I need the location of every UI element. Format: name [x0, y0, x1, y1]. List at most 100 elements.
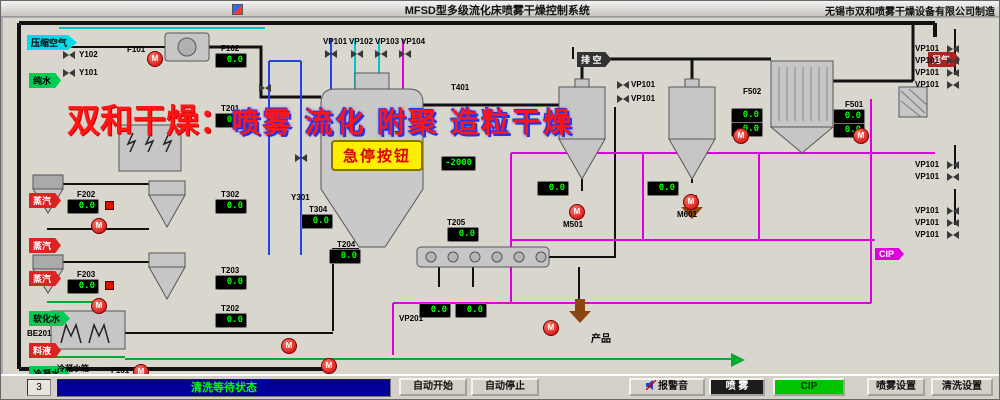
t304-display: 0.0 [301, 214, 333, 229]
status-display: 清洗等待状态 [57, 379, 391, 397]
pump-m601[interactable]: M [683, 194, 699, 210]
m601-label: M601 [677, 210, 698, 219]
valve-right-1[interactable] [947, 45, 959, 53]
f203-indicator-led [105, 281, 114, 290]
t203-display: 0.0 [215, 275, 247, 290]
alarm-mute-button[interactable]: 报警音 [629, 378, 705, 396]
t201-display: 0.0 [215, 113, 247, 128]
t202-label: T202 [221, 304, 240, 313]
watermark-text: 双和干燥：喷雾 流化 附聚 造粒干燥 [67, 94, 574, 142]
title-bar: MFSD型多级流化床喷雾干燥控制系统 无锡市双和喷雾干燥设备有限公司制造 [1, 1, 999, 18]
valve-duct[interactable] [259, 84, 271, 92]
vessels [32, 32, 928, 350]
valve-right-4[interactable] [947, 81, 959, 89]
y102-label: Y102 [79, 50, 98, 59]
valve-right-4-label: VP101 [915, 80, 940, 89]
t304-label: T304 [309, 205, 328, 214]
speaker-icon [645, 379, 657, 395]
product-label: 产品 [591, 334, 611, 345]
chamber-pressure-display: -2000 [441, 156, 477, 171]
valve-vp102-top[interactable] [351, 50, 363, 58]
pump-bottom-1[interactable]: M [281, 338, 297, 354]
tag-steam-1: 蒸汽 [29, 193, 62, 208]
valve-right-8-label: VP101 [915, 218, 940, 227]
f502-display-1: 0.0 [731, 108, 763, 123]
t302-label: T302 [221, 190, 240, 199]
pump-m501[interactable]: M [569, 204, 585, 220]
watermark-prefix: 双和干燥： [67, 102, 232, 139]
alarm-mute-label: 报警音 [658, 381, 688, 392]
t205-label: T205 [447, 218, 466, 227]
f101-label: F101 [127, 45, 146, 54]
valve-mid-2-label: VP101 [631, 94, 656, 103]
valve-right-3-label: VP101 [915, 68, 940, 77]
valve-y102[interactable] [63, 51, 75, 59]
f202-label: F202 [77, 190, 96, 199]
air-ducts [17, 21, 956, 371]
fluid-bed [416, 246, 550, 268]
valve-right-8[interactable] [947, 219, 959, 227]
valve-vp104-top[interactable] [399, 50, 411, 58]
valve-right-7-label: VP101 [915, 206, 940, 215]
cyclone-b [668, 138, 716, 181]
cyclone-left-1 [148, 194, 186, 229]
tag-soft-water: 软化水 [29, 311, 71, 326]
vp201-label: VP201 [399, 314, 424, 323]
pump-left-2[interactable]: M [91, 298, 107, 314]
cyclone-left-2 [148, 266, 186, 301]
valve-mid-1[interactable] [617, 81, 629, 89]
tag-steam-3: 蒸汽 [29, 271, 62, 286]
pump-f101[interactable]: M [147, 51, 163, 67]
valve-right-3[interactable] [947, 69, 959, 77]
spray-button[interactable]: 喷 雾 [709, 378, 765, 396]
pump-f502[interactable]: M [733, 128, 749, 144]
emergency-stop-button[interactable]: 急停按钮 [331, 140, 424, 171]
auto-stop-button[interactable]: 自动停止 [471, 378, 539, 396]
valve-vp103-top[interactable] [375, 50, 387, 58]
valve-chamber-left[interactable] [295, 154, 307, 162]
auto-start-button[interactable]: 自动开始 [399, 378, 467, 396]
vp103-top-label: VP103 [375, 37, 400, 46]
status-bar: 3 清洗等待状态 自动开始 自动停止 报警音 喷 雾 CIP 喷雾设置 清洗设置 [1, 374, 999, 399]
valve-vp101-top[interactable] [325, 50, 337, 58]
valve-y101[interactable] [63, 69, 75, 77]
valve-right-1-label: VP101 [915, 44, 940, 53]
t204-label: T204 [337, 240, 356, 249]
process-diagram-area: 压缩空气 纯水 蒸汽 蒸汽 蒸汽 软化水 料液 冷凝水 排 空 尾气 CIP 产… [1, 16, 999, 381]
t302-display: 0.0 [215, 199, 247, 214]
watermark-body: 喷雾 流化 附聚 造粒干燥 [232, 107, 575, 138]
bed-display-1: 0.0 [419, 303, 451, 318]
page-title: MFSD型多级流化床喷雾干燥控制系统 [404, 5, 590, 17]
f202-display: 0.0 [67, 199, 99, 214]
valve-mid-1-label: VP101 [631, 80, 656, 89]
vessel-details [60, 67, 928, 344]
valve-right-2[interactable] [947, 57, 959, 65]
y301-label: Y301 [291, 193, 310, 202]
clean-settings-button[interactable]: 清洗设置 [931, 378, 993, 396]
pump-bed-discharge[interactable]: M [543, 320, 559, 336]
soft-water-lines [47, 301, 731, 360]
f502-label: F502 [743, 87, 762, 96]
spray-settings-button[interactable]: 喷雾设置 [867, 378, 925, 396]
y101-label: Y101 [79, 68, 98, 77]
f203-display: 0.0 [67, 279, 99, 294]
valve-mid-2[interactable] [617, 95, 629, 103]
counter-box[interactable]: 3 [27, 379, 51, 396]
pump-f501[interactable]: M [853, 128, 869, 144]
t201-label: T201 [221, 104, 240, 113]
t204-display: 0.0 [329, 249, 361, 264]
f203-label: F203 [77, 270, 96, 279]
cip-button[interactable]: CIP [773, 378, 845, 396]
pump-bottom-2[interactable]: M [321, 358, 337, 374]
valve-right-9[interactable] [947, 231, 959, 239]
valve-right-6[interactable] [947, 173, 959, 181]
heater [118, 124, 182, 172]
f102-label: F102 [221, 44, 240, 53]
valve-right-7[interactable] [947, 207, 959, 215]
valve-right-5[interactable] [947, 161, 959, 169]
fan-f102 [164, 32, 210, 62]
valve-right-9-label: VP101 [915, 230, 940, 239]
m501-label: M501 [563, 220, 584, 229]
pump-left-1[interactable]: M [91, 218, 107, 234]
tag-cip-return: CIP [875, 248, 905, 260]
